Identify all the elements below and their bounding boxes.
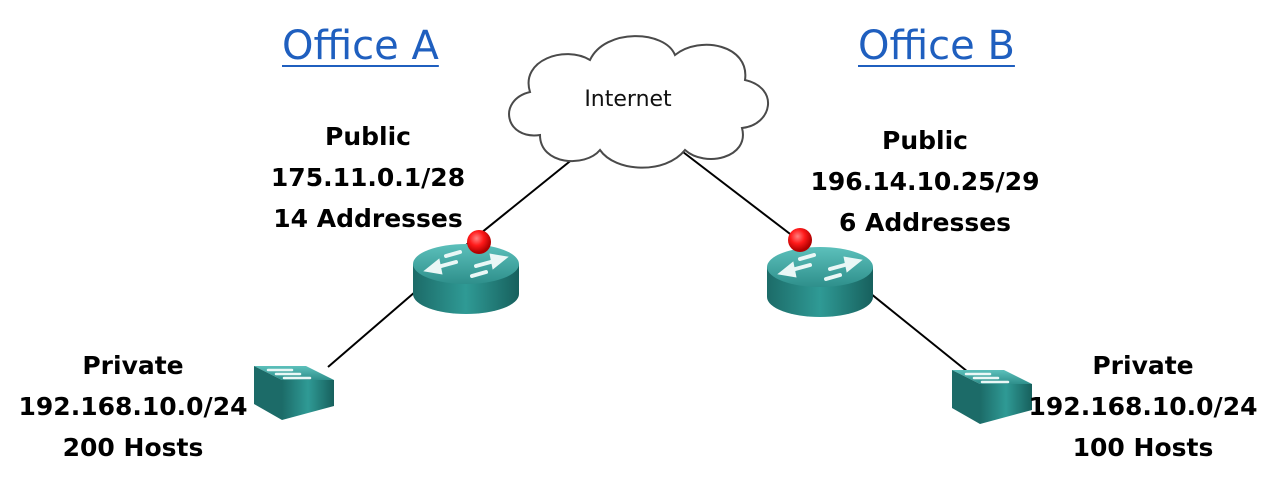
router-icon[interactable] <box>767 228 873 317</box>
public-count: 14 Addresses <box>273 204 463 233</box>
public-count: 6 Addresses <box>838 208 1012 237</box>
private-label: Private <box>82 351 184 380</box>
link-router-switch-b <box>859 284 969 373</box>
private-count: 100 Hosts <box>1072 433 1214 462</box>
private-network: 192.168.10.0/24 <box>1028 392 1258 421</box>
office-b-title[interactable]: Office B <box>858 23 1015 69</box>
office-a-private-info: Private 192.168.10.0/24 200 Hosts <box>8 345 258 468</box>
private-count: 200 Hosts <box>62 433 204 462</box>
public-label: Public <box>882 126 968 155</box>
cloud-icon: Internet <box>508 35 770 169</box>
private-network: 192.168.10.0/24 <box>18 392 248 421</box>
public-label: Public <box>325 122 411 151</box>
link-router-switch-a <box>327 291 416 368</box>
public-network: 196.14.10.25/29 <box>810 167 1040 196</box>
office-b-private-info: Private 192.168.10.0/24 100 Hosts <box>1018 345 1268 468</box>
office-a-title[interactable]: Office A <box>282 23 439 69</box>
switch-icon[interactable] <box>254 366 334 420</box>
office-a-public-info: Public 175.11.0.1/28 14 Addresses <box>248 116 488 239</box>
public-network: 175.11.0.1/28 <box>270 163 466 192</box>
status-indicator <box>467 230 491 254</box>
office-b-public-info: Public 196.14.10.25/29 6 Addresses <box>800 120 1050 243</box>
router-icon[interactable] <box>413 230 519 314</box>
private-label: Private <box>1092 351 1194 380</box>
switch-icon[interactable] <box>952 370 1032 424</box>
status-indicator <box>788 228 812 252</box>
link-cloud-router-b <box>682 151 799 241</box>
cloud-label: Internet <box>584 87 672 112</box>
